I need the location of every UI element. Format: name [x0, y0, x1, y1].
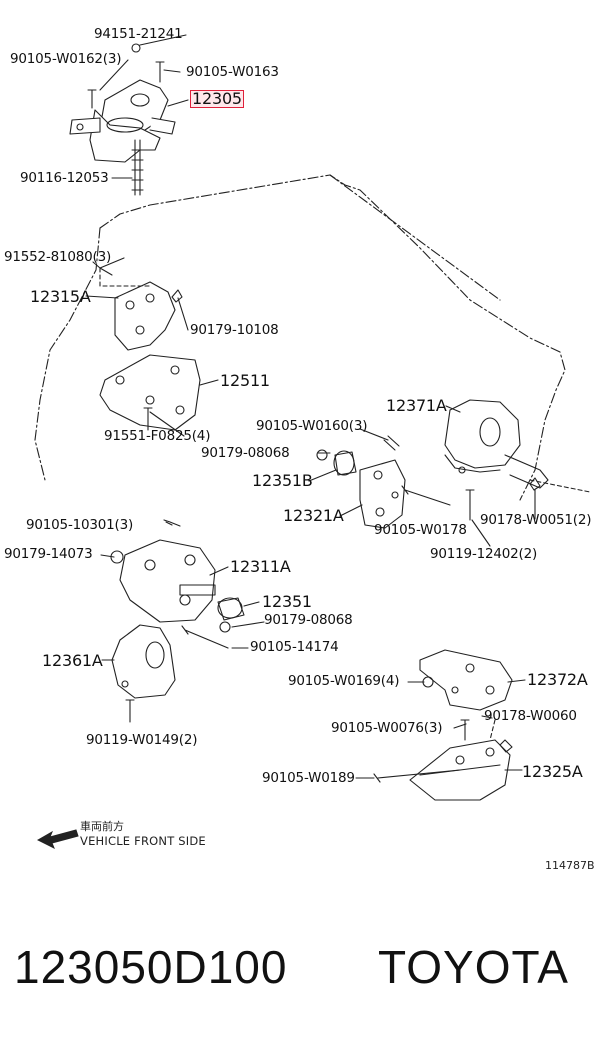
engine-mount-12371A — [444, 399, 549, 489]
engine-mount-12361A — [111, 624, 176, 699]
bracket-12321A — [359, 459, 406, 529]
figure-number: 114787B — [545, 859, 595, 872]
label-90105-W0189: 90105-W0189 — [262, 770, 355, 786]
label-12325A: 12325A — [522, 762, 583, 781]
bushing-12351 — [217, 597, 245, 621]
label-90105-W0162: 90105-W0162(3) — [10, 51, 122, 67]
label-12351B: 12351B — [252, 471, 313, 490]
label-12351: 12351 — [262, 592, 312, 611]
label-90178-W0060: 90178-W0060 — [484, 708, 577, 724]
label-91552-81080: 91552-81080(3) — [4, 249, 112, 265]
label-90179-08068-b: 90179-08068 — [264, 612, 353, 628]
label-90105-W0169: 90105-W0169(4) — [288, 673, 400, 689]
label-12305-highlighted[interactable]: 12305 — [190, 89, 244, 108]
bushing-12351B — [333, 450, 357, 476]
label-90105-14174: 90105-14174 — [250, 639, 339, 655]
bracket-12311A — [119, 539, 216, 623]
label-90119-W0149: 90119-W0149(2) — [86, 732, 198, 748]
label-12315A: 12315A — [30, 287, 91, 306]
label-90105-10301: 90105-10301(3) — [26, 517, 134, 533]
vehicle-front-arrow-icon — [36, 829, 79, 850]
label-90105-W0076: 90105-W0076(3) — [331, 720, 443, 736]
brand-name: TOYOTA — [378, 941, 569, 993]
label-90116-12053: 90116-12053 — [20, 170, 109, 186]
label-12311A: 12311A — [230, 557, 291, 576]
label-12361A: 12361A — [42, 651, 103, 670]
label-90179-14073: 90179-14073 — [4, 546, 93, 562]
label-90105-W0160: 90105-W0160(3) — [256, 418, 368, 434]
engine-mount-12372A — [419, 649, 513, 711]
label-90105-W0163: 90105-W0163 — [186, 64, 279, 80]
label-94151-21241: 94151-21241 — [94, 26, 183, 42]
bolt-90105-W0189 — [373, 769, 461, 783]
direction-label-en: VEHICLE FRONT SIDE — [80, 834, 206, 848]
label-90105-W0178: 90105-W0178 — [374, 522, 467, 538]
bracket-12315A — [114, 281, 176, 351]
engine-mount-12305 — [69, 79, 176, 163]
bracket-12511 — [99, 354, 201, 431]
label-91551-F0825: 91551-F0825(4) — [104, 428, 211, 444]
label-90178-W0051: 90178-W0051(2) — [480, 512, 592, 528]
engine-outline-left — [34, 227, 101, 481]
label-90119-12402: 90119-12402(2) — [430, 546, 538, 562]
part-number: 123050D100 — [14, 941, 288, 993]
label-12321A: 12321A — [283, 506, 344, 525]
bolt-90105-14174 — [181, 625, 229, 649]
stud-90116 — [131, 139, 144, 196]
engine-outline — [99, 174, 566, 501]
vehicle-front-side-indicator: 車両前方 VEHICLE FRONT SIDE — [36, 818, 216, 858]
bolt-90105-W0178 — [401, 485, 451, 506]
label-12372A: 12372A — [527, 670, 588, 689]
direction-label-jp: 車両前方 — [80, 820, 124, 833]
label-12371A: 12371A — [386, 396, 447, 415]
label-90179-10108: 90179-10108 — [190, 322, 279, 338]
label-12511: 12511 — [220, 371, 270, 390]
label-90179-08068-a: 90179-08068 — [201, 445, 290, 461]
